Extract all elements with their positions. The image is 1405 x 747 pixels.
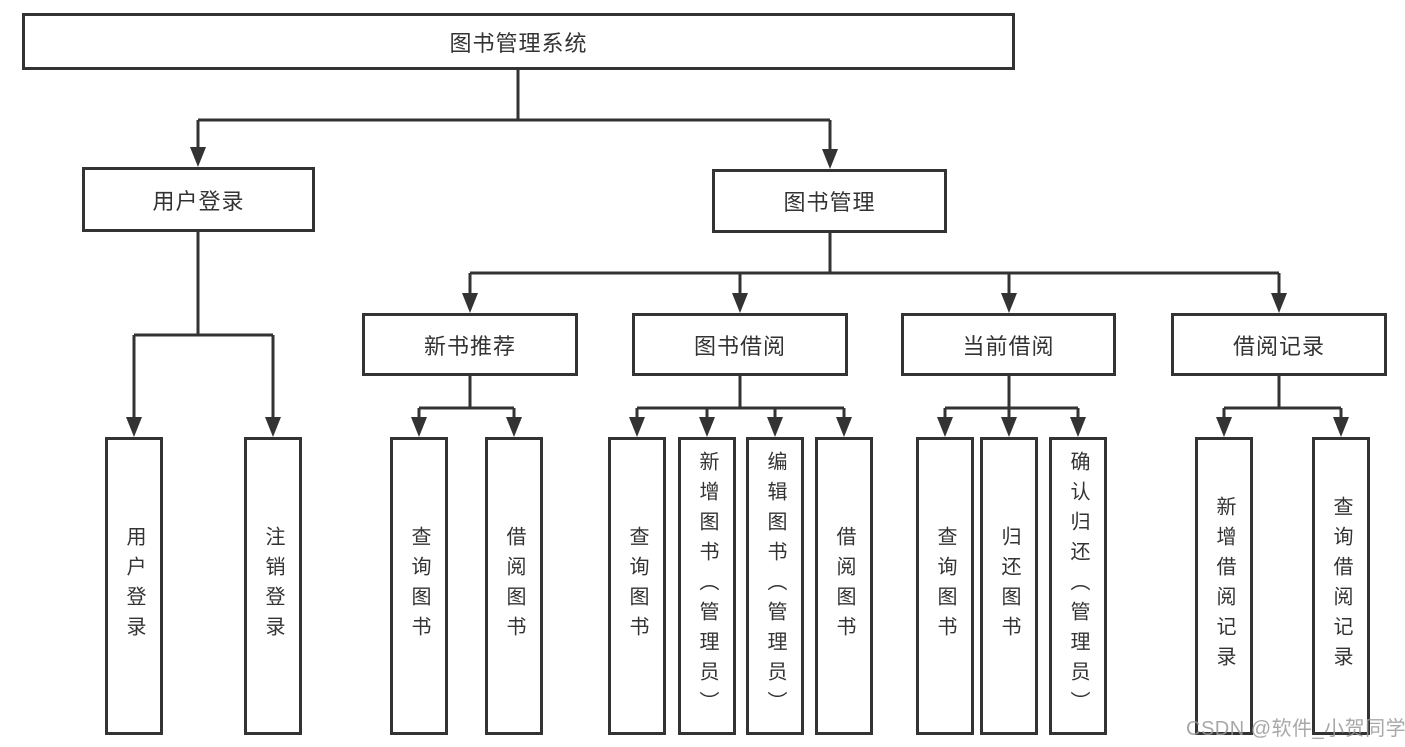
node-user-login-branch: 用户登录 [82,167,315,232]
connector-current-borrow [937,376,1086,437]
leaf-borrow-books-recommend: 借阅图书 [485,437,543,735]
leaf-query-books-borrow-label: 查询图书 [626,526,648,646]
connector-new-book-recommend [411,376,522,437]
node-new-book-recommend: 新书推荐 [362,313,578,376]
leaf-query-books-recommend: 查询图书 [390,437,448,735]
leaf-query-books-current: 查询图书 [916,437,974,735]
leaf-query-books-current-label: 查询图书 [934,526,956,646]
connector-root [190,70,838,169]
leaf-add-borrow-record: 新增借阅记录 [1195,437,1253,735]
connector-borrow-records [1216,376,1349,437]
leaf-confirm-return-admin-label: 确认归还（管理员） [1067,451,1089,721]
csdn-watermark: CSDN @软件_小贺同学 [1186,718,1405,740]
leaf-user-login-label: 用户登录 [123,526,145,646]
leaf-borrow-books-label: 借阅图书 [833,526,855,646]
leaf-query-borrow-record-label: 查询借阅记录 [1330,496,1352,676]
node-root-system: 图书管理系统 [22,13,1015,70]
connector-book-management [462,233,1287,313]
leaf-query-borrow-record: 查询借阅记录 [1312,437,1370,735]
node-borrow-records: 借阅记录 [1171,313,1387,376]
leaf-add-borrow-record-label: 新增借阅记录 [1213,496,1235,676]
node-current-borrow: 当前借阅 [901,313,1116,376]
leaf-confirm-return-admin: 确认归还（管理员） [1049,437,1107,735]
leaf-return-books: 归还图书 [980,437,1038,735]
leaf-logout: 注销登录 [244,437,302,735]
connector-user-login [126,232,281,437]
leaf-return-books-label: 归还图书 [998,526,1020,646]
leaf-add-books-admin-label: 新增图书（管理员） [696,451,718,721]
leaf-logout-label: 注销登录 [262,526,284,646]
leaf-query-books-borrow: 查询图书 [608,437,666,735]
node-book-borrow: 图书借阅 [632,313,848,376]
leaf-borrow-books-recommend-label: 借阅图书 [503,526,525,646]
leaf-query-books-recommend-label: 查询图书 [408,526,430,646]
connector-book-borrow [629,376,852,437]
leaf-add-books-admin: 新增图书（管理员） [678,437,736,735]
leaf-user-login: 用户登录 [105,437,163,735]
leaf-borrow-books: 借阅图书 [815,437,873,735]
leaf-edit-books-admin-label: 编辑图书（管理员） [764,451,786,721]
node-book-management-branch: 图书管理 [712,169,947,233]
leaf-edit-books-admin: 编辑图书（管理员） [746,437,804,735]
